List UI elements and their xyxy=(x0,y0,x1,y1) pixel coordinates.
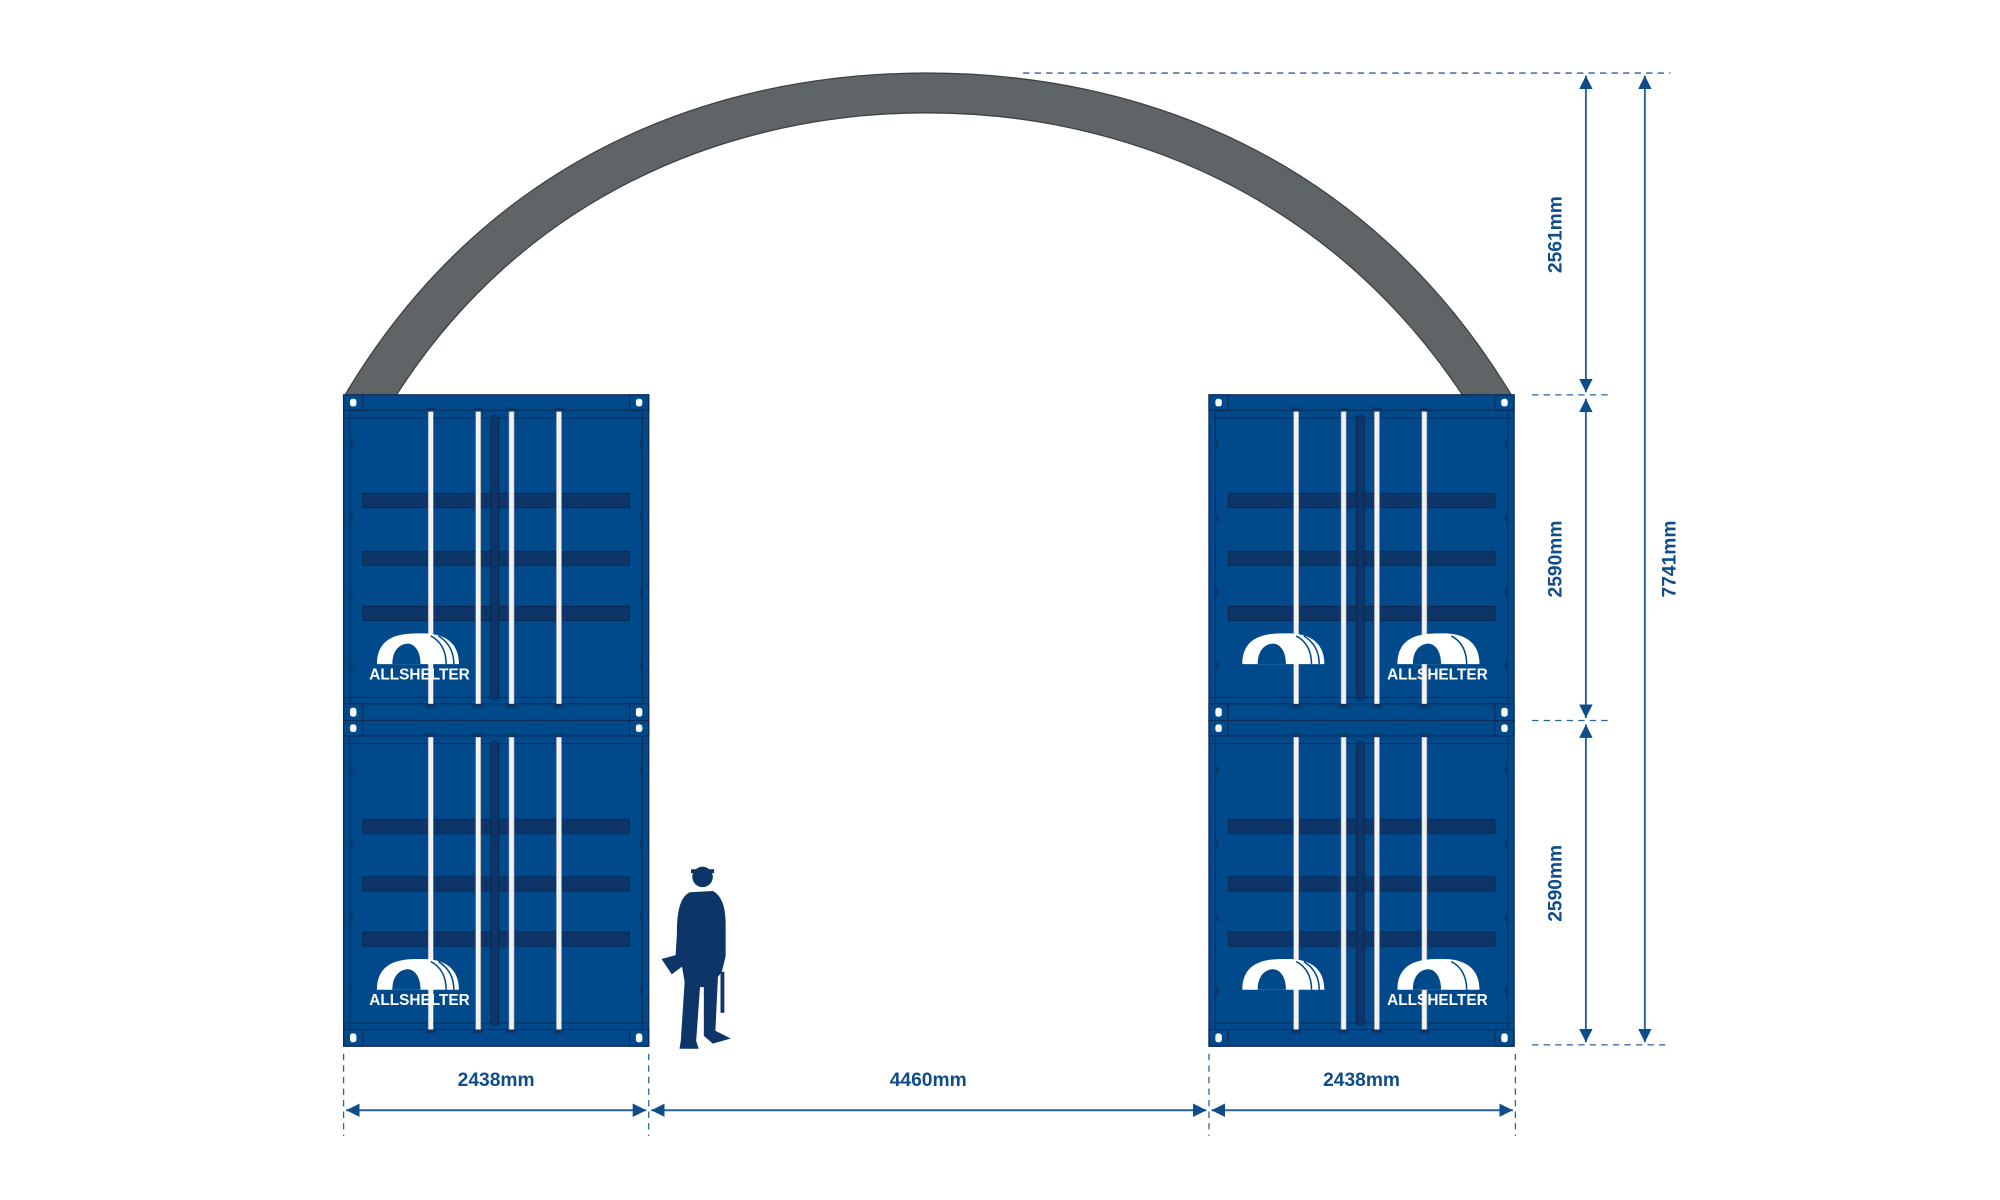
width-label-right: 2438mm xyxy=(1323,1070,1400,1091)
height-label-total: 7741mm xyxy=(1660,521,1681,598)
container-logo-text: ALLSHELTER xyxy=(1387,992,1488,1009)
width-label-gap: 4460mm xyxy=(890,1070,967,1091)
container-logo-text: ALLSHELTER xyxy=(1387,666,1488,683)
container-right-top: ALLSHELTER xyxy=(1208,394,1515,722)
container-logo-text: ALLSHELTER xyxy=(369,992,470,1009)
right-dimensions: 2561mm 2590mm 2590mm 7741mm xyxy=(1023,72,1681,1046)
arch-roof xyxy=(342,72,1514,399)
width-label-left: 2438mm xyxy=(458,1070,535,1091)
container-left-bottom: ALLSHELTER xyxy=(342,719,650,1047)
container-logo-text: ALLSHELTER xyxy=(369,666,470,683)
height-label-lower-container: 2590mm xyxy=(1546,845,1567,922)
container-right-bottom: ALLSHELTER xyxy=(1208,719,1515,1047)
height-label-upper-container: 2590mm xyxy=(1546,521,1567,598)
container-left-top: ALLSHELTER xyxy=(342,394,650,722)
height-label-arch: 2561mm xyxy=(1546,196,1567,273)
person-silhouette-icon xyxy=(661,866,731,1049)
right-logo-arches xyxy=(1397,633,1480,990)
bottom-dimensions: 2438mm 4460mm 2438mm xyxy=(342,1053,1517,1136)
